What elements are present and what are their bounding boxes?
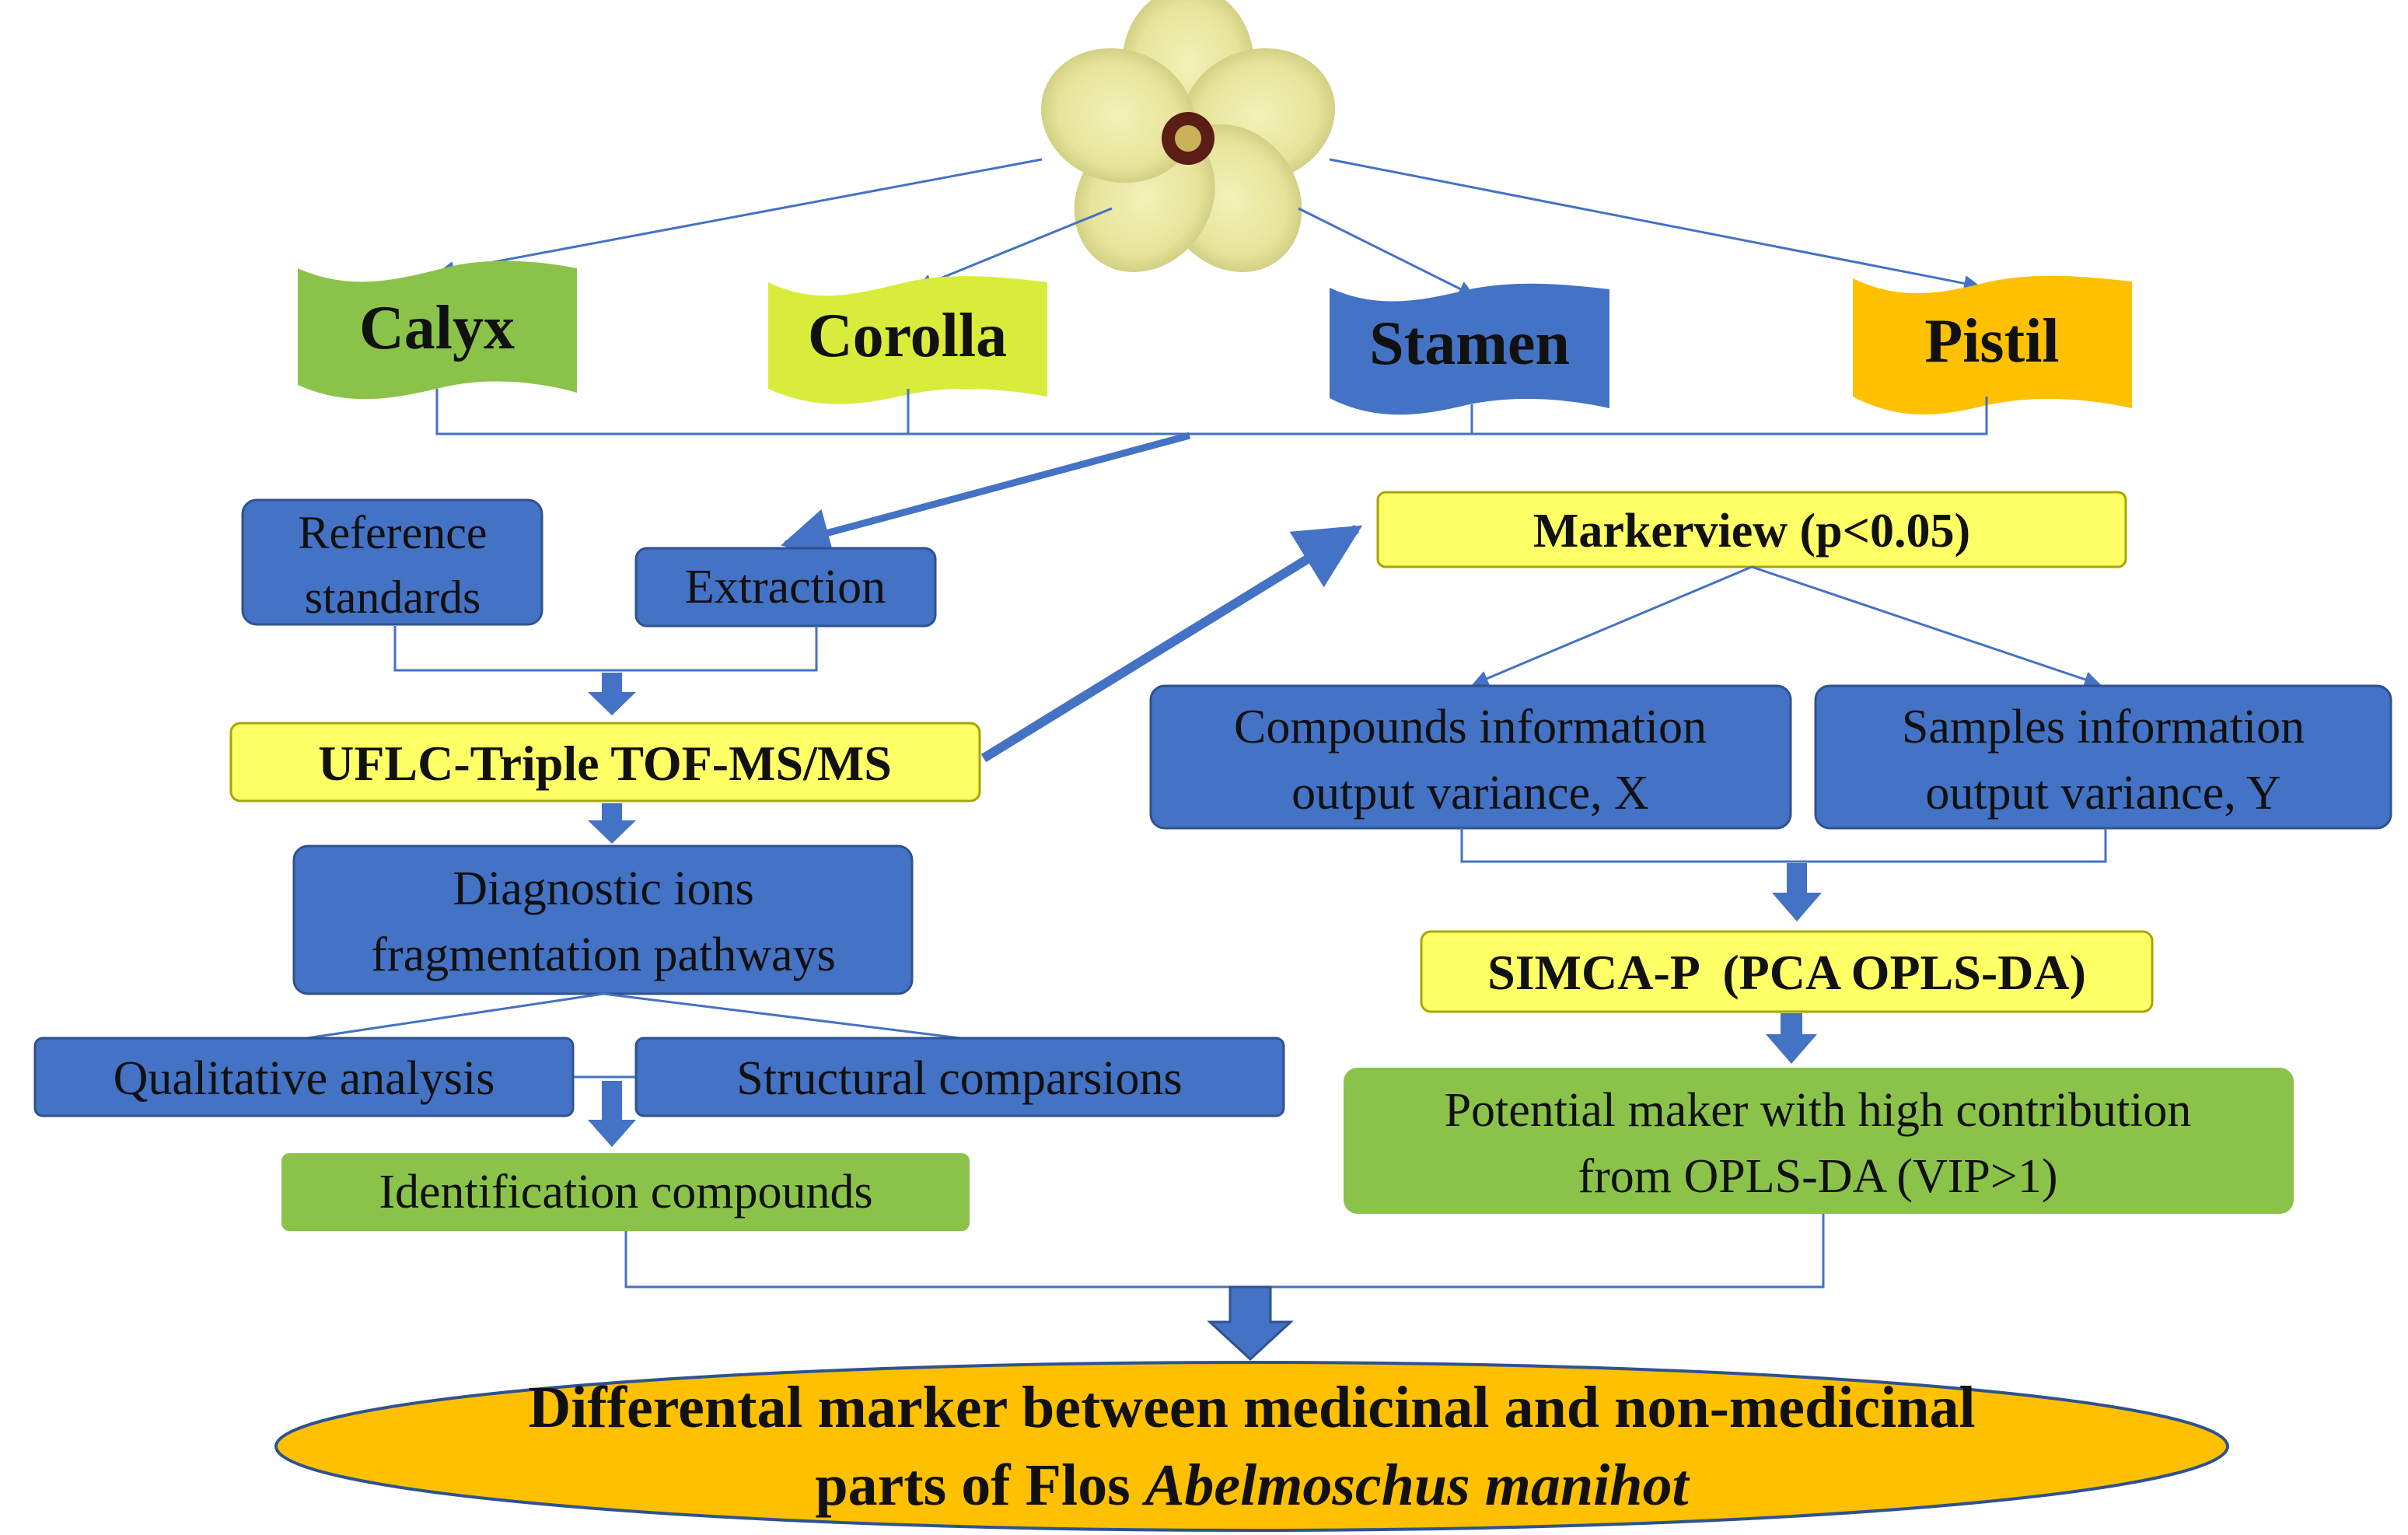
markerview-branch-lines <box>1472 565 2101 687</box>
part-label-corolla: Corolla <box>808 302 1007 370</box>
simca-label: SIMCA-P (PCA OPLS-DA) <box>1487 945 2086 1000</box>
samples-line-2: output variance, Y <box>1925 767 2280 820</box>
part-stamen: Stamen <box>1330 283 1609 415</box>
flower-to-parts-connectors <box>437 158 1981 297</box>
extraction-box: Extraction <box>634 547 937 628</box>
qualitative-label: Qualitative analysis <box>114 1052 495 1105</box>
arrow-to-identification <box>588 1081 636 1147</box>
markerview-box: Markerview (p<0.05) <box>1376 491 2127 568</box>
compounds-line-1: Compounds information <box>1234 701 1707 754</box>
reference-line-1: Reference <box>298 507 487 558</box>
bracket-to-extraction-arrow <box>780 432 1191 557</box>
part-label-calyx: Calyx <box>359 294 515 362</box>
part-label-pistil: Pistil <box>1924 307 2059 376</box>
diagnostic-line-1: Diagnostic ions <box>453 862 753 915</box>
potential-line-2: from OPLS-DA (VIP>1) <box>1578 1150 2057 1203</box>
uflc-box: UFLC-Triple TOF-MS/MS <box>229 722 981 802</box>
reference-extraction-bracket <box>393 626 818 672</box>
simca-box: SIMCA-P (PCA OPLS-DA) <box>1420 930 2154 1013</box>
result-line-1: Differental marker between medicinal and… <box>528 1375 1975 1440</box>
reference-standards-box: Reference standards <box>241 498 543 626</box>
structural-comparisons-box: Structural comparsions <box>634 1037 1285 1117</box>
compounds-information-box: Compounds information output variance, X <box>1149 684 1792 830</box>
extraction-label: Extraction <box>685 561 886 614</box>
final-merge-bracket <box>624 1214 1825 1288</box>
flower-icon <box>1040 0 1336 272</box>
samples-information-box: Samples information output variance, Y <box>1814 684 2392 830</box>
uflc-label: UFLC-Triple TOF-MS/MS <box>318 736 892 791</box>
arrow-to-diagnostic <box>588 803 636 844</box>
part-calyx: Calyx <box>298 260 577 400</box>
uflc-to-markerview-arrow <box>980 524 1363 763</box>
result-line-2: parts of Flos Abelmoschus manihot <box>815 1453 1690 1518</box>
diagnostic-box: Diagnostic ions fragmentation pathways <box>292 844 914 995</box>
markerview-label: Markerview (p<0.05) <box>1533 505 1970 558</box>
part-label-stamen: Stamen <box>1369 309 1570 378</box>
result-line-2-species: Abelmoschus manihot <box>1142 1453 1691 1518</box>
compounds-line-2: output variance, X <box>1291 767 1649 820</box>
structural-label: Structural comparsions <box>736 1052 1182 1105</box>
arrow-to-potential <box>1766 1013 1817 1064</box>
part-pistil: Pistil <box>1853 275 2132 415</box>
arrow-to-result <box>1207 1285 1294 1362</box>
qualitative-analysis-box: Qualitative analysis <box>33 1037 575 1117</box>
diagnostic-line-2: fragmentation pathways <box>371 928 835 981</box>
identification-box: Identification compounds <box>281 1153 970 1231</box>
arrow-to-uflc <box>588 673 636 715</box>
diagnostic-branch-lines <box>306 992 961 1079</box>
result-ellipse: Differental marker between medicinal and… <box>274 1361 2229 1532</box>
result-line-2-prefix: parts of Flos <box>815 1453 1145 1518</box>
parts-bracket <box>435 389 1988 435</box>
identification-label: Identification compounds <box>379 1166 872 1219</box>
reference-line-2: standards <box>305 572 481 623</box>
part-corolla: Corolla <box>768 276 1047 404</box>
samples-line-1: Samples information <box>1902 701 2305 754</box>
potential-line-1: Potential maker with high contribution <box>1445 1084 2192 1137</box>
arrow-to-simca <box>1772 863 1822 921</box>
potential-marker-box: Potential maker with high contribution f… <box>1344 1068 2294 1214</box>
compounds-samples-bracket <box>1460 828 2107 863</box>
